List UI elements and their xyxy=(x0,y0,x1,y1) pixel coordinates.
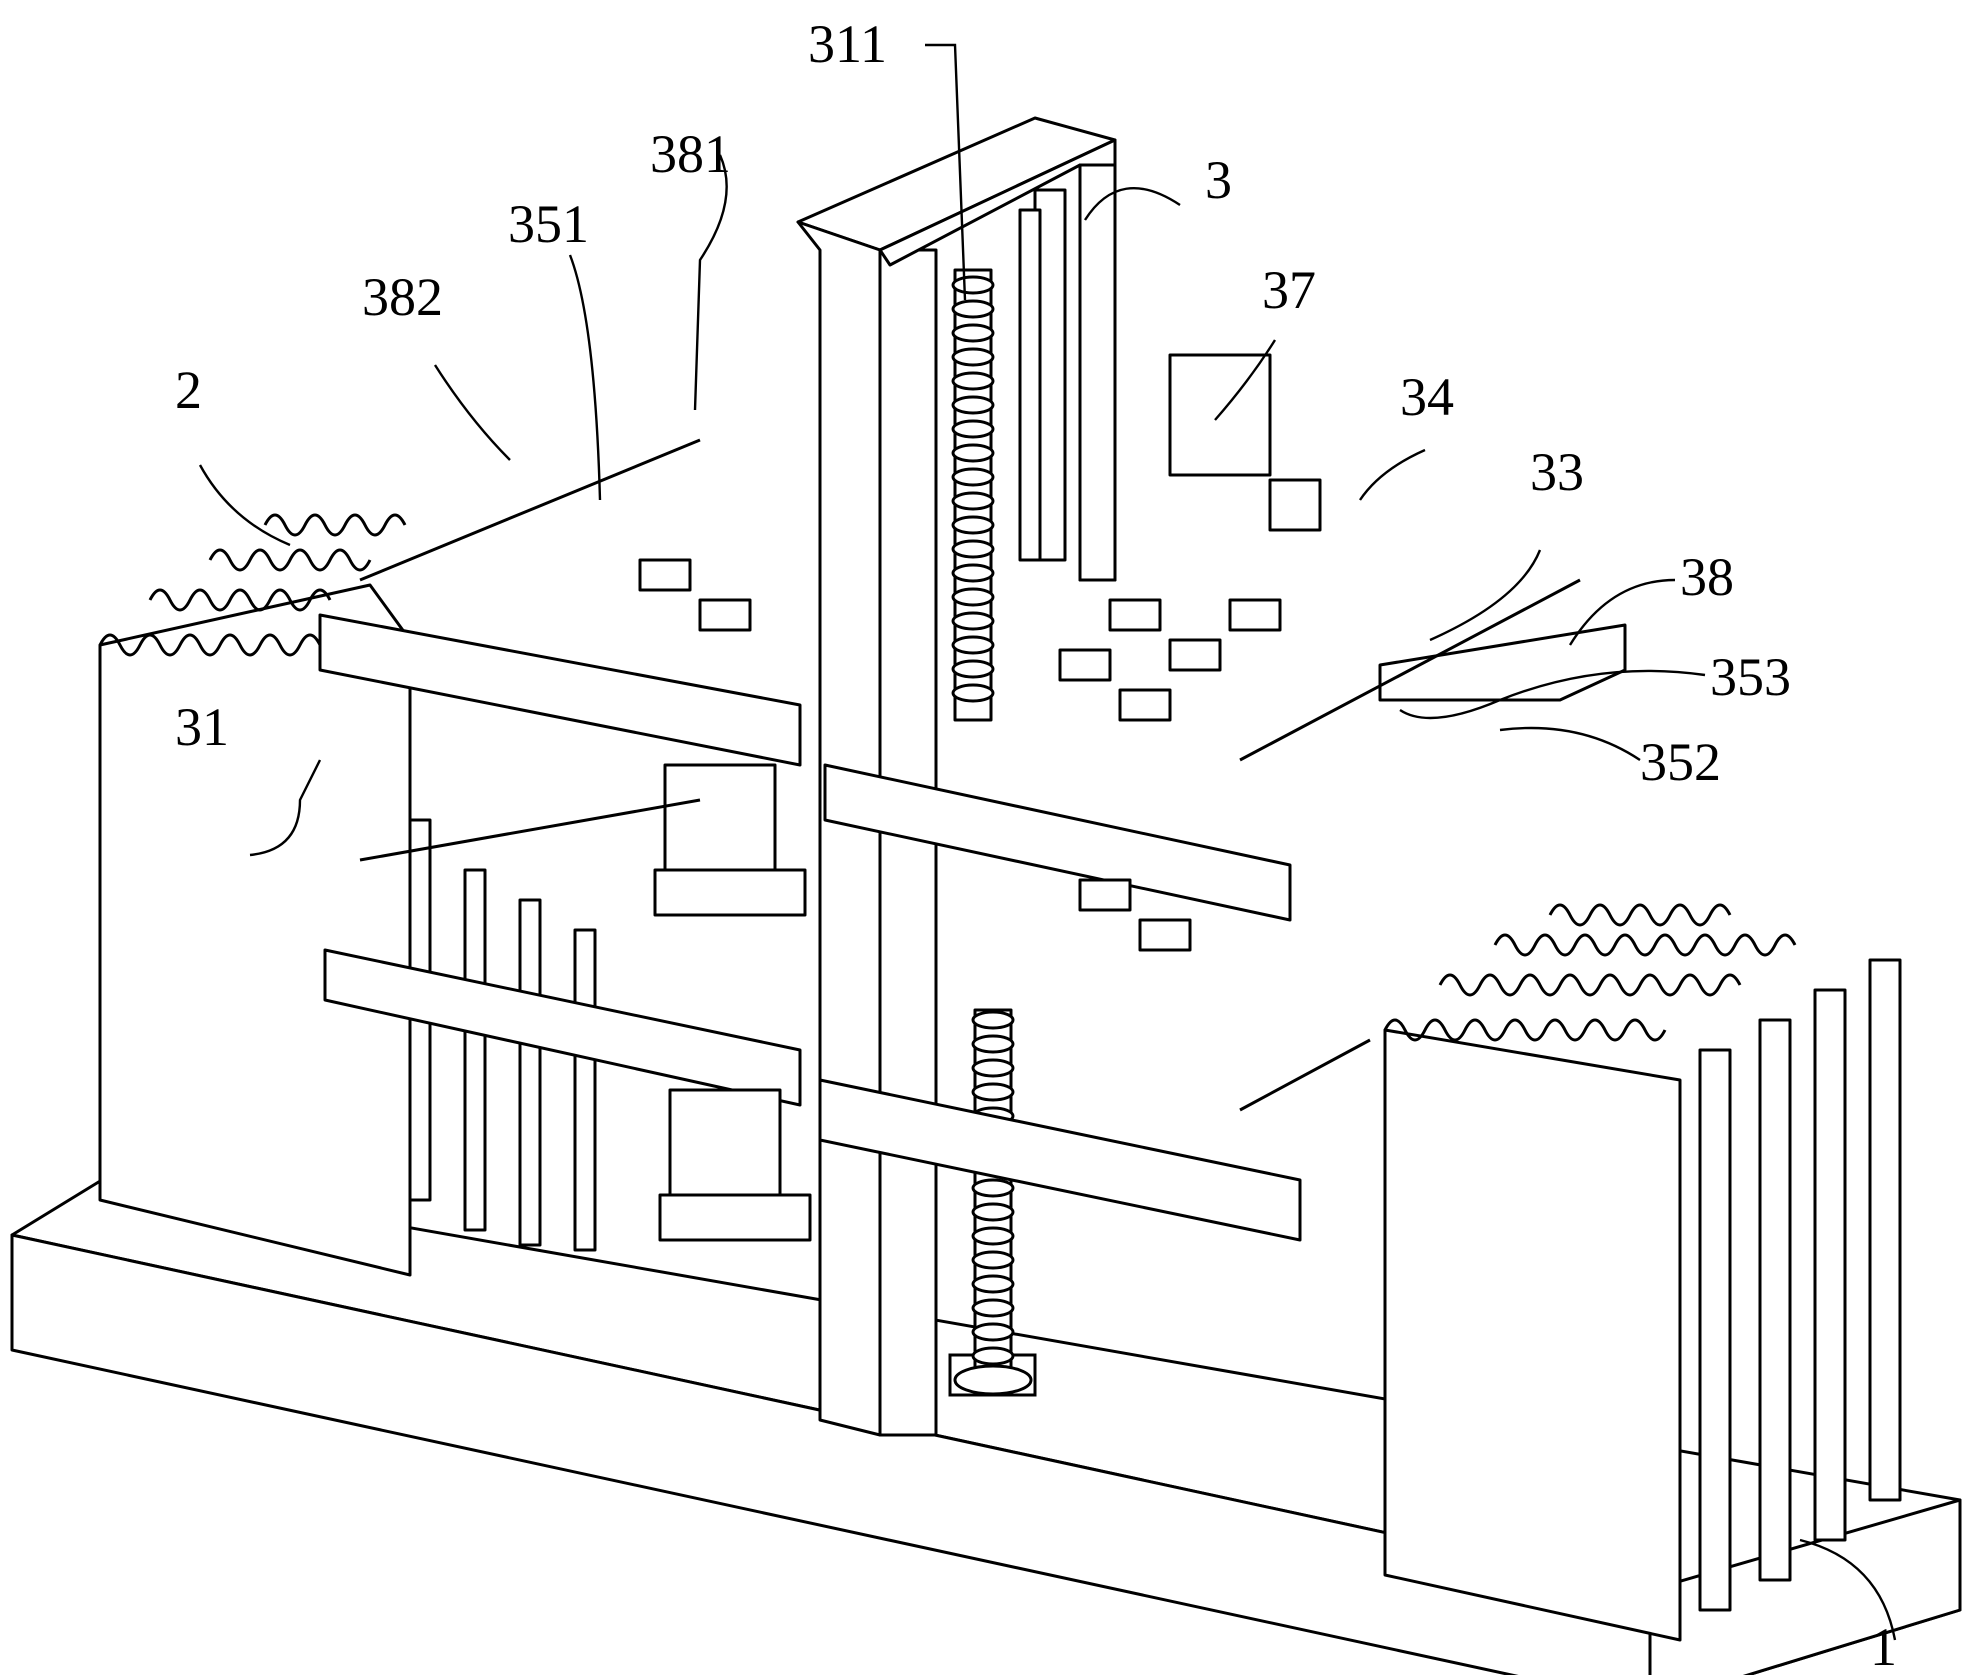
screw-coil xyxy=(951,419,995,439)
screw-coil xyxy=(971,1202,1015,1222)
screw-coil xyxy=(951,323,995,343)
screw-coil xyxy=(971,1298,1015,1318)
screw-coil xyxy=(971,1250,1015,1270)
screw-coil xyxy=(951,563,995,583)
right-comb-wall xyxy=(1383,958,1902,1642)
screw-coil xyxy=(951,299,995,319)
comb-teeth-left xyxy=(98,513,407,657)
screw-coil xyxy=(951,467,995,487)
grid-cell xyxy=(1168,638,1222,672)
label-37: 37 xyxy=(1262,260,1316,320)
label-352: 352 xyxy=(1640,732,1721,792)
label-34: 34 xyxy=(1400,367,1454,427)
screw-coil xyxy=(951,395,995,415)
label-33: 33 xyxy=(1530,442,1584,502)
label-382: 382 xyxy=(362,267,443,327)
screw-coil xyxy=(951,587,995,607)
screw-coil xyxy=(971,1346,1015,1366)
label-31: 31 xyxy=(175,697,229,757)
grid-cell xyxy=(1058,648,1112,682)
screw-coil xyxy=(951,659,995,679)
screw-coil xyxy=(971,1058,1015,1078)
screw-coil xyxy=(951,491,995,511)
grid-cell xyxy=(1228,598,1282,632)
screw-coil xyxy=(951,347,995,367)
grid-cell xyxy=(1138,918,1192,952)
screw-coil xyxy=(951,539,995,559)
screw-coil xyxy=(971,1274,1015,1294)
grid-cell xyxy=(1108,598,1162,632)
tray-grid xyxy=(638,558,1282,952)
label-1: 1 xyxy=(1870,1617,1897,1675)
grid-cell xyxy=(1078,878,1132,912)
upper-tray xyxy=(318,353,1627,922)
grid-cell xyxy=(1118,688,1172,722)
screw-coil xyxy=(951,683,995,703)
leader-lines xyxy=(198,43,1897,1641)
label-311: 311 xyxy=(808,14,887,74)
screw-coil xyxy=(951,443,995,463)
screw-coil xyxy=(971,1082,1015,1102)
lower-tray xyxy=(323,798,1371,1242)
screw-coil xyxy=(971,1010,1015,1030)
screw-coil xyxy=(971,1178,1015,1198)
screw-coil xyxy=(951,635,995,655)
grid-cell xyxy=(638,558,692,592)
label-38: 38 xyxy=(1680,547,1734,607)
grid-cell xyxy=(698,598,752,632)
screw-coil xyxy=(971,1322,1015,1342)
screw-coil xyxy=(971,1226,1015,1246)
label-353: 353 xyxy=(1710,647,1791,707)
label-351: 351 xyxy=(508,194,589,254)
screw-coil xyxy=(951,515,995,535)
screw-coil xyxy=(951,611,995,631)
screw-coil xyxy=(951,275,995,295)
screw-coil xyxy=(951,371,995,391)
label-2: 2 xyxy=(175,360,202,420)
screw-coil xyxy=(971,1034,1015,1054)
left-comb-wall xyxy=(98,583,597,1277)
lead-screw-coils xyxy=(951,275,1015,1366)
label-3: 3 xyxy=(1205,150,1232,210)
label-381: 381 xyxy=(650,124,731,184)
comb-teeth-right xyxy=(1383,903,1797,1042)
